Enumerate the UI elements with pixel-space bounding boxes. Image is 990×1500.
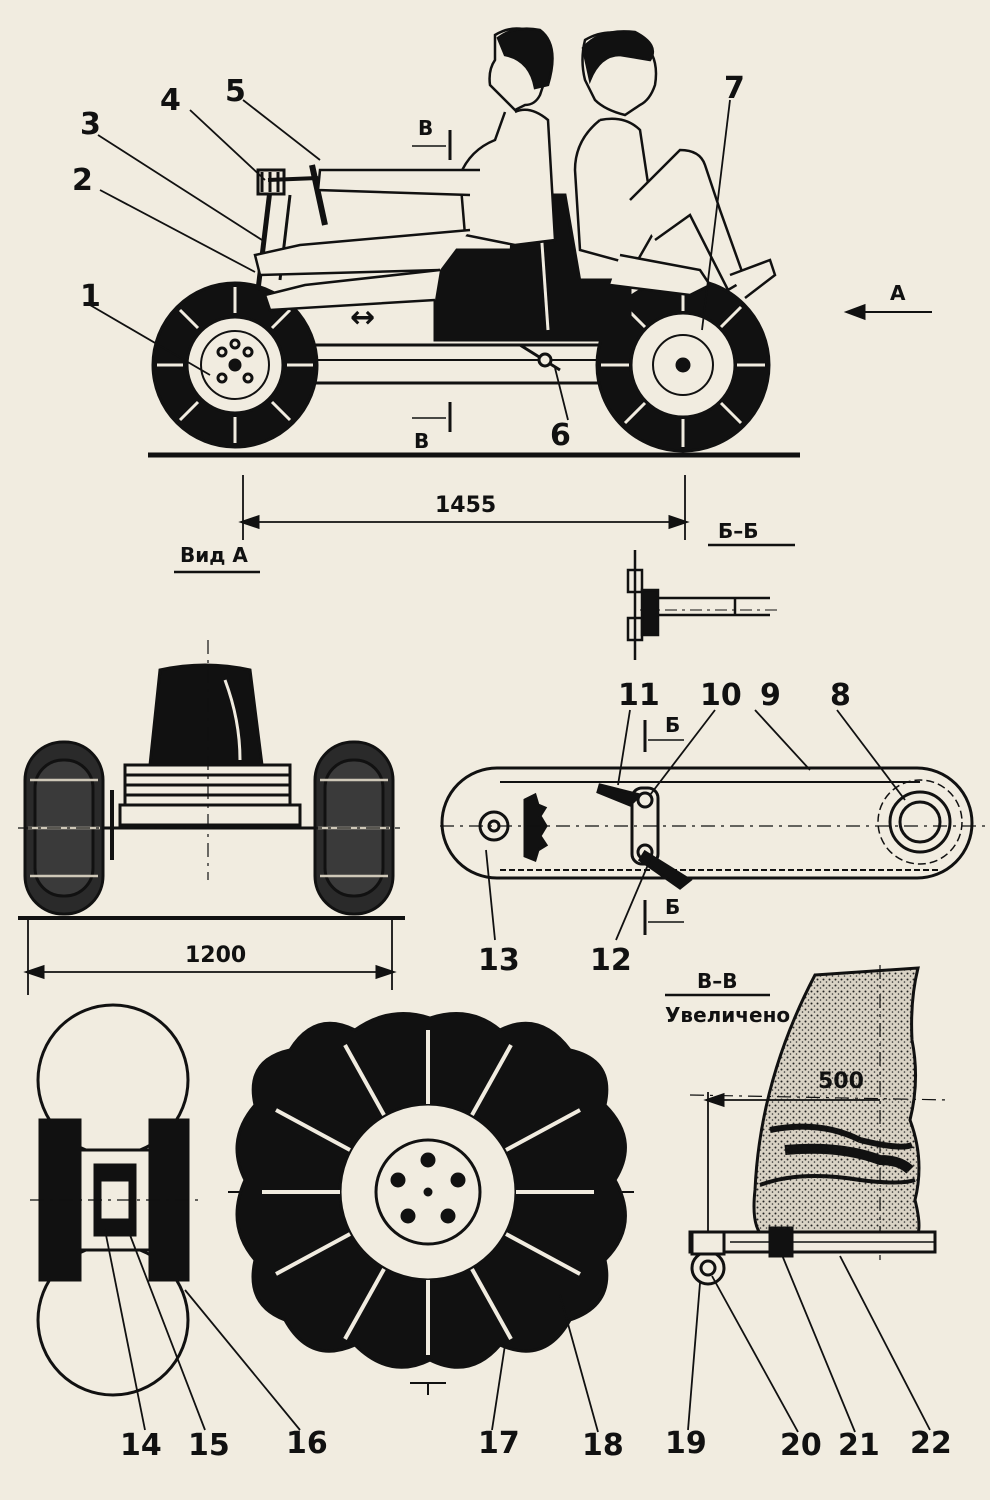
frame-tube [298,343,642,385]
seat-cushion-section [752,966,921,1242]
chain-drive [440,709,985,941]
callout-7: 7 [724,71,745,106]
callout-13: 13 [478,943,520,978]
callout-5: 5 [225,74,246,109]
callout-19: 19 [665,1426,707,1461]
callout-1: 1 [80,279,101,314]
section-vv-caption: В–В [697,969,738,993]
enlarged-caption: Увеличено [665,1003,790,1027]
callout-6: 6 [550,418,571,453]
cut-b-top-label: Б [665,713,680,737]
section-bb-caption: Б–Б [718,519,759,543]
view-a-caption: Вид А [180,543,248,567]
side-view [89,27,932,540]
cut-v-top-label: В [418,116,433,140]
section-bb-detail [626,550,780,660]
callout-22: 22 [910,1426,952,1461]
section-vv [665,965,951,1433]
front-rider [253,27,557,312]
cut-b-bottom-label: Б [665,895,680,919]
callout-21: 21 [838,1428,880,1463]
wheel-face [228,1012,634,1433]
track-dimension: 1200 [185,943,246,968]
callout-11: 11 [618,678,660,713]
callout-15: 15 [188,1428,230,1463]
callout-8: 8 [830,678,851,713]
callout-14: 14 [120,1428,162,1463]
seat-base [433,248,527,342]
section-captions: Вид А Б–Б В–В Увеличено А В В Б Б ↔ [180,116,906,1027]
callout-12: 12 [590,943,632,978]
callout-2: 2 [72,163,93,198]
motion-arrow: ↔ [350,300,375,335]
dimension-labels: 1455 1200 500 [185,493,864,1094]
callout-16: 16 [286,1426,328,1461]
callout-17: 17 [478,1426,520,1461]
callout-3: 3 [80,107,101,142]
callout-numbers: 1 2 3 4 5 6 7 8 9 10 11 12 13 14 15 16 1… [72,71,952,1463]
wheel-section [30,1003,301,1431]
front-view [18,640,405,995]
view-a-arrow-label: А [890,281,906,305]
callout-9: 9 [760,678,781,713]
callout-18: 18 [582,1428,624,1463]
front-wheel-side [151,281,319,449]
rear-rider [573,30,777,299]
rear-wheel-side [595,277,771,453]
seat-front [148,663,264,767]
seat-offset-dimension: 500 [818,1069,864,1094]
cut-v-bottom-label: В [414,429,429,453]
chain-guard [440,766,974,880]
callout-20: 20 [780,1428,822,1463]
wheelbase-dimension: 1455 [435,493,496,518]
callout-10: 10 [700,678,742,713]
callout-4: 4 [160,83,181,118]
